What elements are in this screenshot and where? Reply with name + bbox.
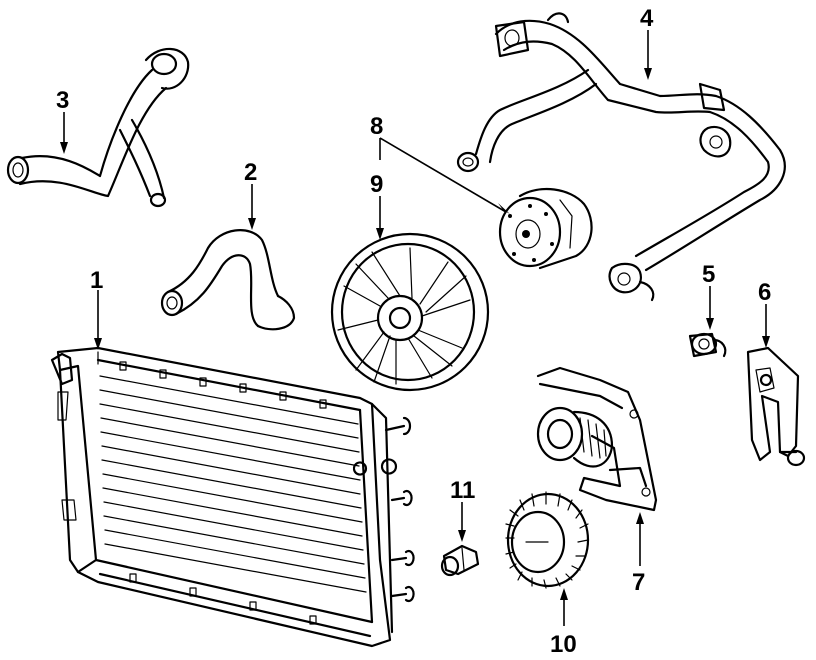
callout-labels: 1 2 3 4 5 6 7 8 9 10 11	[56, 5, 771, 658]
callout-10: 10	[550, 631, 577, 658]
fan-clutch	[505, 491, 590, 589]
fan-blade	[330, 232, 490, 392]
callout-7: 7	[632, 569, 645, 596]
callout-2: 2	[244, 159, 257, 186]
radiator	[50, 346, 415, 648]
callout-4: 4	[640, 5, 654, 32]
leader-lines	[60, 30, 770, 626]
callout-11: 11	[450, 477, 475, 504]
callout-1: 1	[90, 267, 103, 294]
callout-6: 6	[758, 279, 771, 306]
bracket	[746, 346, 806, 467]
lower-hose	[160, 229, 296, 331]
upper-hose	[6, 47, 190, 208]
callout-8: 8	[370, 113, 383, 140]
temperature-sensor	[440, 544, 480, 577]
callout-5: 5	[702, 261, 715, 288]
callout-9: 9	[370, 171, 383, 198]
callout-3: 3	[56, 87, 69, 114]
fan-motor	[498, 188, 593, 270]
thermostat-housing-fitting	[688, 332, 727, 358]
heater-hose-assembly	[456, 12, 786, 302]
water-pump	[536, 366, 658, 512]
